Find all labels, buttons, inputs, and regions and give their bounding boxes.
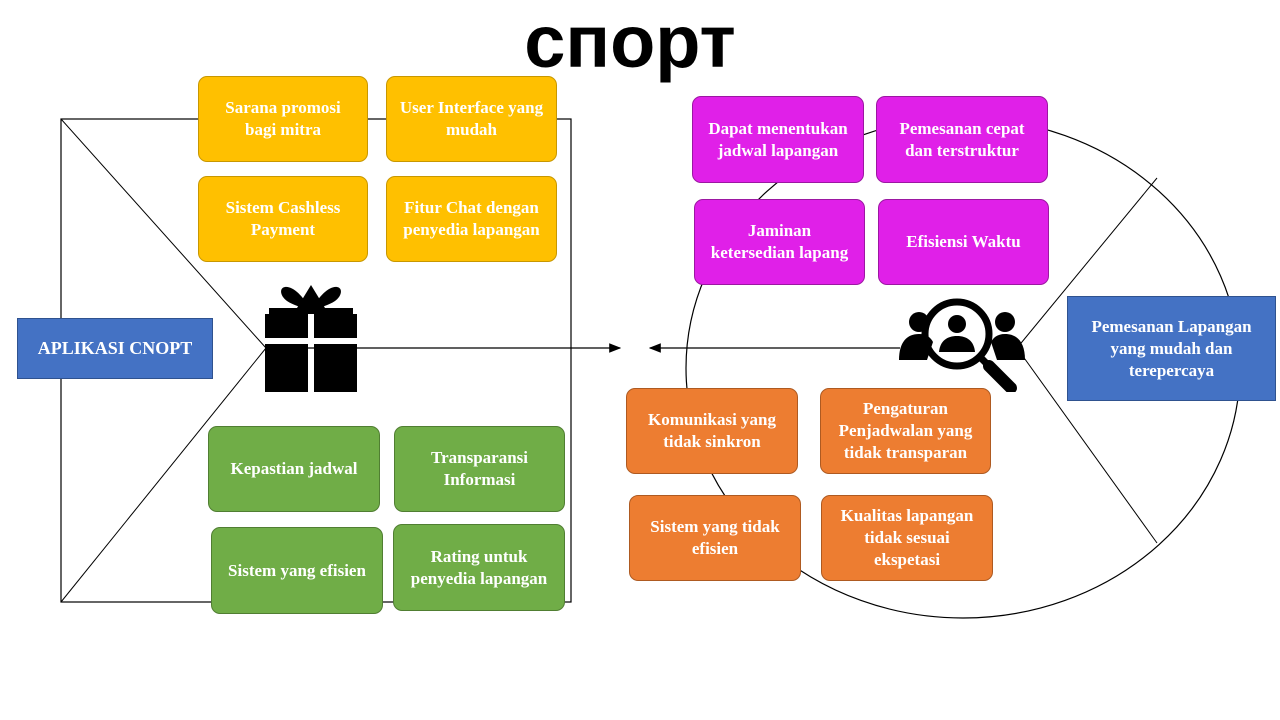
pain-reliever-card: Sistem yang efisien — [211, 527, 383, 614]
pain-reliever-card: Kepastian jadwal — [208, 426, 380, 512]
gain-creator-card: Sarana promosi bagi mitra — [198, 76, 368, 162]
gain-card: Pemesanan cepat dan terstruktur — [876, 96, 1048, 183]
product-label: APLIKASI CNOPT — [17, 318, 213, 379]
pain-reliever-card: Transparansi Informasi — [394, 426, 565, 512]
pain-card: Kualitas lapangan tidak sesuai ekspetasi — [821, 495, 993, 581]
customer-search-icon — [899, 298, 1025, 392]
gain-card: Dapat menentukan jadwal lapangan — [692, 96, 864, 183]
pain-reliever-card: Rating untuk penyedia lapangan — [393, 524, 565, 611]
gift-icon — [265, 285, 357, 392]
gain-card: Efisiensi Waktu — [878, 199, 1049, 285]
customer-label: Pemesanan Lapangan yang mudah dan terepe… — [1067, 296, 1276, 401]
pain-card: Pengaturan Penjadwalan yang tidak transp… — [820, 388, 991, 474]
pain-card: Komunikasi yang tidak sinkron — [626, 388, 798, 474]
gain-card: Jaminan ketersedian lapang — [694, 199, 865, 285]
gain-creator-card: User Interface yang mudah — [386, 76, 557, 162]
gain-creator-card: Sistem Cashless Payment — [198, 176, 368, 262]
page-title: спорт — [524, 0, 736, 83]
pain-card: Sistem yang tidak efisien — [629, 495, 801, 581]
gain-creator-card: Fitur Chat dengan penyedia lapangan — [386, 176, 557, 262]
